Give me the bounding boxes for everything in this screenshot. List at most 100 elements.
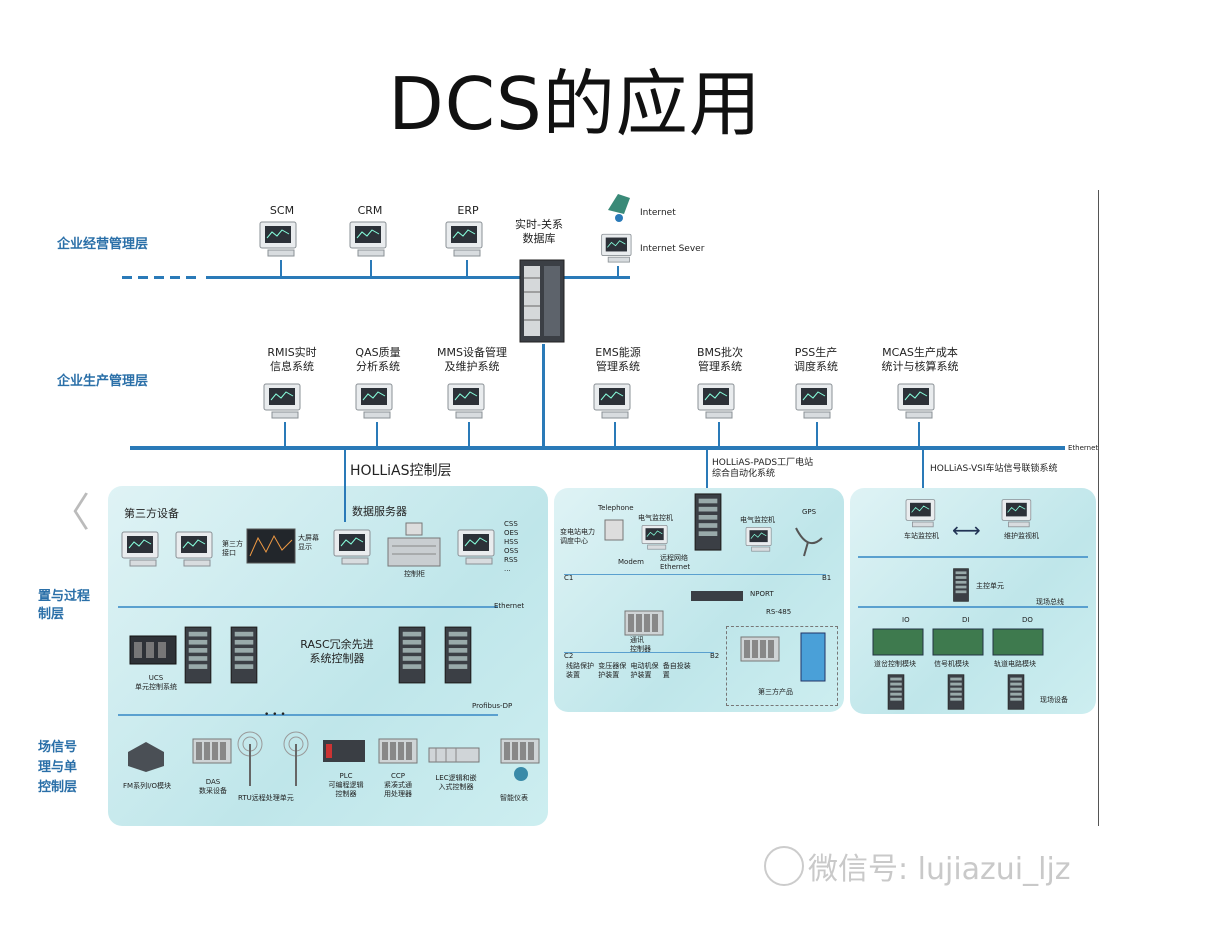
hollias-vsi-label: HOLLiAS-VSI车站信号联锁系统 (930, 464, 1058, 474)
comm-controller-label: 通讯控制器 (630, 636, 651, 653)
remote-dispatch-label: 变电站电力调度中心 (560, 528, 595, 545)
top-bus-dashed (122, 276, 202, 279)
scm-computer-icon (258, 220, 302, 260)
watermark-text: 微信号: lujiazui_ljz (808, 852, 1071, 887)
erp-link (466, 260, 468, 277)
station-monitor-label: 车站监控机 (904, 532, 939, 540)
elec-monitor-1-label: 电气监控机 (638, 514, 673, 522)
rtu-label: RTU远程处理单元 (238, 794, 294, 802)
profibus-bus (118, 714, 498, 716)
data-server-link (344, 450, 346, 522)
qas-link (376, 422, 378, 446)
field-bus-label: 现场总线 (1036, 598, 1064, 606)
big-screen-label: 大屏幕显示 (298, 534, 319, 551)
internet-server-icon (600, 232, 636, 266)
rasc-label: RASC冗余先进系统控制器 (300, 638, 374, 665)
data-server-label: 数据服务器 (352, 505, 407, 518)
internet-server-label: Internet Sever (640, 244, 705, 254)
controller-cabinet-3-icon (398, 626, 426, 684)
mms-computer-icon (446, 382, 490, 422)
crm-computer-icon (348, 220, 392, 260)
hollias-control-label: HOLLiAS控制层 (350, 463, 452, 479)
crm-link (370, 260, 372, 277)
third-party-label: 第三方设备 (124, 507, 179, 520)
left-ethernet-label: Ethernet (494, 602, 525, 610)
line-label-b2: B2 (710, 652, 720, 660)
maint-monitor-label: 维护监视机 (1004, 532, 1039, 540)
bidirectional-arrow-icon: ⟷ (952, 518, 981, 542)
comm-controller-icon (624, 608, 664, 638)
ethernet-bus (130, 446, 1065, 450)
field-device-1-icon (886, 674, 906, 710)
dcs-unit-icon (129, 635, 177, 665)
pads-bus-1 (564, 574, 826, 575)
third-party-pc-2-icon (174, 530, 218, 570)
scm-link (280, 260, 282, 277)
io-name-3: 轨道电路模块 (994, 660, 1036, 668)
lec-label: LEC逻辑和嵌入式控制器 (435, 774, 477, 791)
elec-monitor-1-icon (640, 524, 672, 552)
station-monitor-icon (904, 498, 940, 530)
console-icon (387, 522, 441, 567)
lec-controller-icon (428, 747, 480, 763)
layer-device-process: 置与过程制层 (38, 589, 91, 622)
main-ctrl-label: 主控单元 (976, 582, 1004, 590)
pads-link (706, 450, 708, 490)
bms-computer-icon (696, 382, 740, 422)
qas-computer-icon (354, 382, 398, 422)
io-module-3-icon (992, 628, 1044, 656)
scm-label: SCM (269, 204, 295, 217)
protect-unit-2: 变压器保护装置 (598, 662, 627, 679)
third-party-panel-icon (800, 632, 826, 682)
line-label-b1: B1 (822, 574, 832, 582)
smart-instrument-rack-icon (500, 738, 540, 764)
io-name-1: 道岔控制模块 (874, 660, 916, 668)
internet-label: Internet (640, 208, 676, 218)
telephone-label: Telephone (598, 504, 634, 512)
smart-instrument-label: 智能仪表 (500, 794, 528, 802)
controller-cabinet-4-icon (444, 626, 472, 684)
rs485-label: RS-485 (766, 608, 792, 616)
protect-unit-1: 线路保护装置 (566, 662, 594, 679)
right-border (1098, 190, 1099, 826)
plc-icon (323, 740, 365, 762)
third-party-products-label: 第三方产品 (758, 688, 793, 696)
fm-io-label: FM系列I/O模块 (123, 782, 171, 790)
page-title: DCS的应用 (388, 62, 762, 146)
main-ctrl-icon (950, 568, 972, 602)
elec-monitor-2-label: 电气监控机 (740, 516, 775, 524)
layer-enterprise-mgmt: 企业经营管理层 (57, 237, 149, 252)
rmis-link (284, 422, 286, 446)
left-ethernet-bus (118, 606, 498, 608)
rtu-antenna-icon (237, 731, 309, 786)
pads-server-icon (694, 492, 722, 552)
pss-link (816, 422, 818, 446)
mms-link (468, 422, 470, 446)
field-bus-line (858, 606, 1088, 608)
erp-computer-icon (444, 220, 488, 260)
io-module-2-icon (932, 628, 984, 656)
prev-arrow-icon[interactable]: 〈 (50, 490, 90, 536)
bms-label: BMS批次管理系统 (696, 346, 744, 373)
nport-label: NPORT (750, 590, 774, 598)
telephone-icon (604, 519, 624, 541)
third-party-products-box (726, 626, 838, 706)
layer-production-mgmt: 企业生产管理层 (57, 374, 149, 389)
line-label-c2: C2 (564, 652, 574, 660)
elec-monitor-2-icon (744, 526, 776, 554)
controller-cabinet-2-icon (230, 626, 258, 684)
field-device-3-icon (1006, 674, 1026, 710)
third-party-pc-1-icon (120, 530, 164, 570)
mms-label: MMS设备管理及维护系统 (437, 346, 507, 373)
profibus-label: Profibus-DP (472, 702, 513, 710)
qas-label: QAS质量分析系统 (355, 346, 401, 373)
pads-bus-2 (564, 652, 714, 653)
das-rack-icon (192, 738, 232, 764)
mcas-label: MCAS生产成本统计与核算系统 (881, 346, 959, 373)
